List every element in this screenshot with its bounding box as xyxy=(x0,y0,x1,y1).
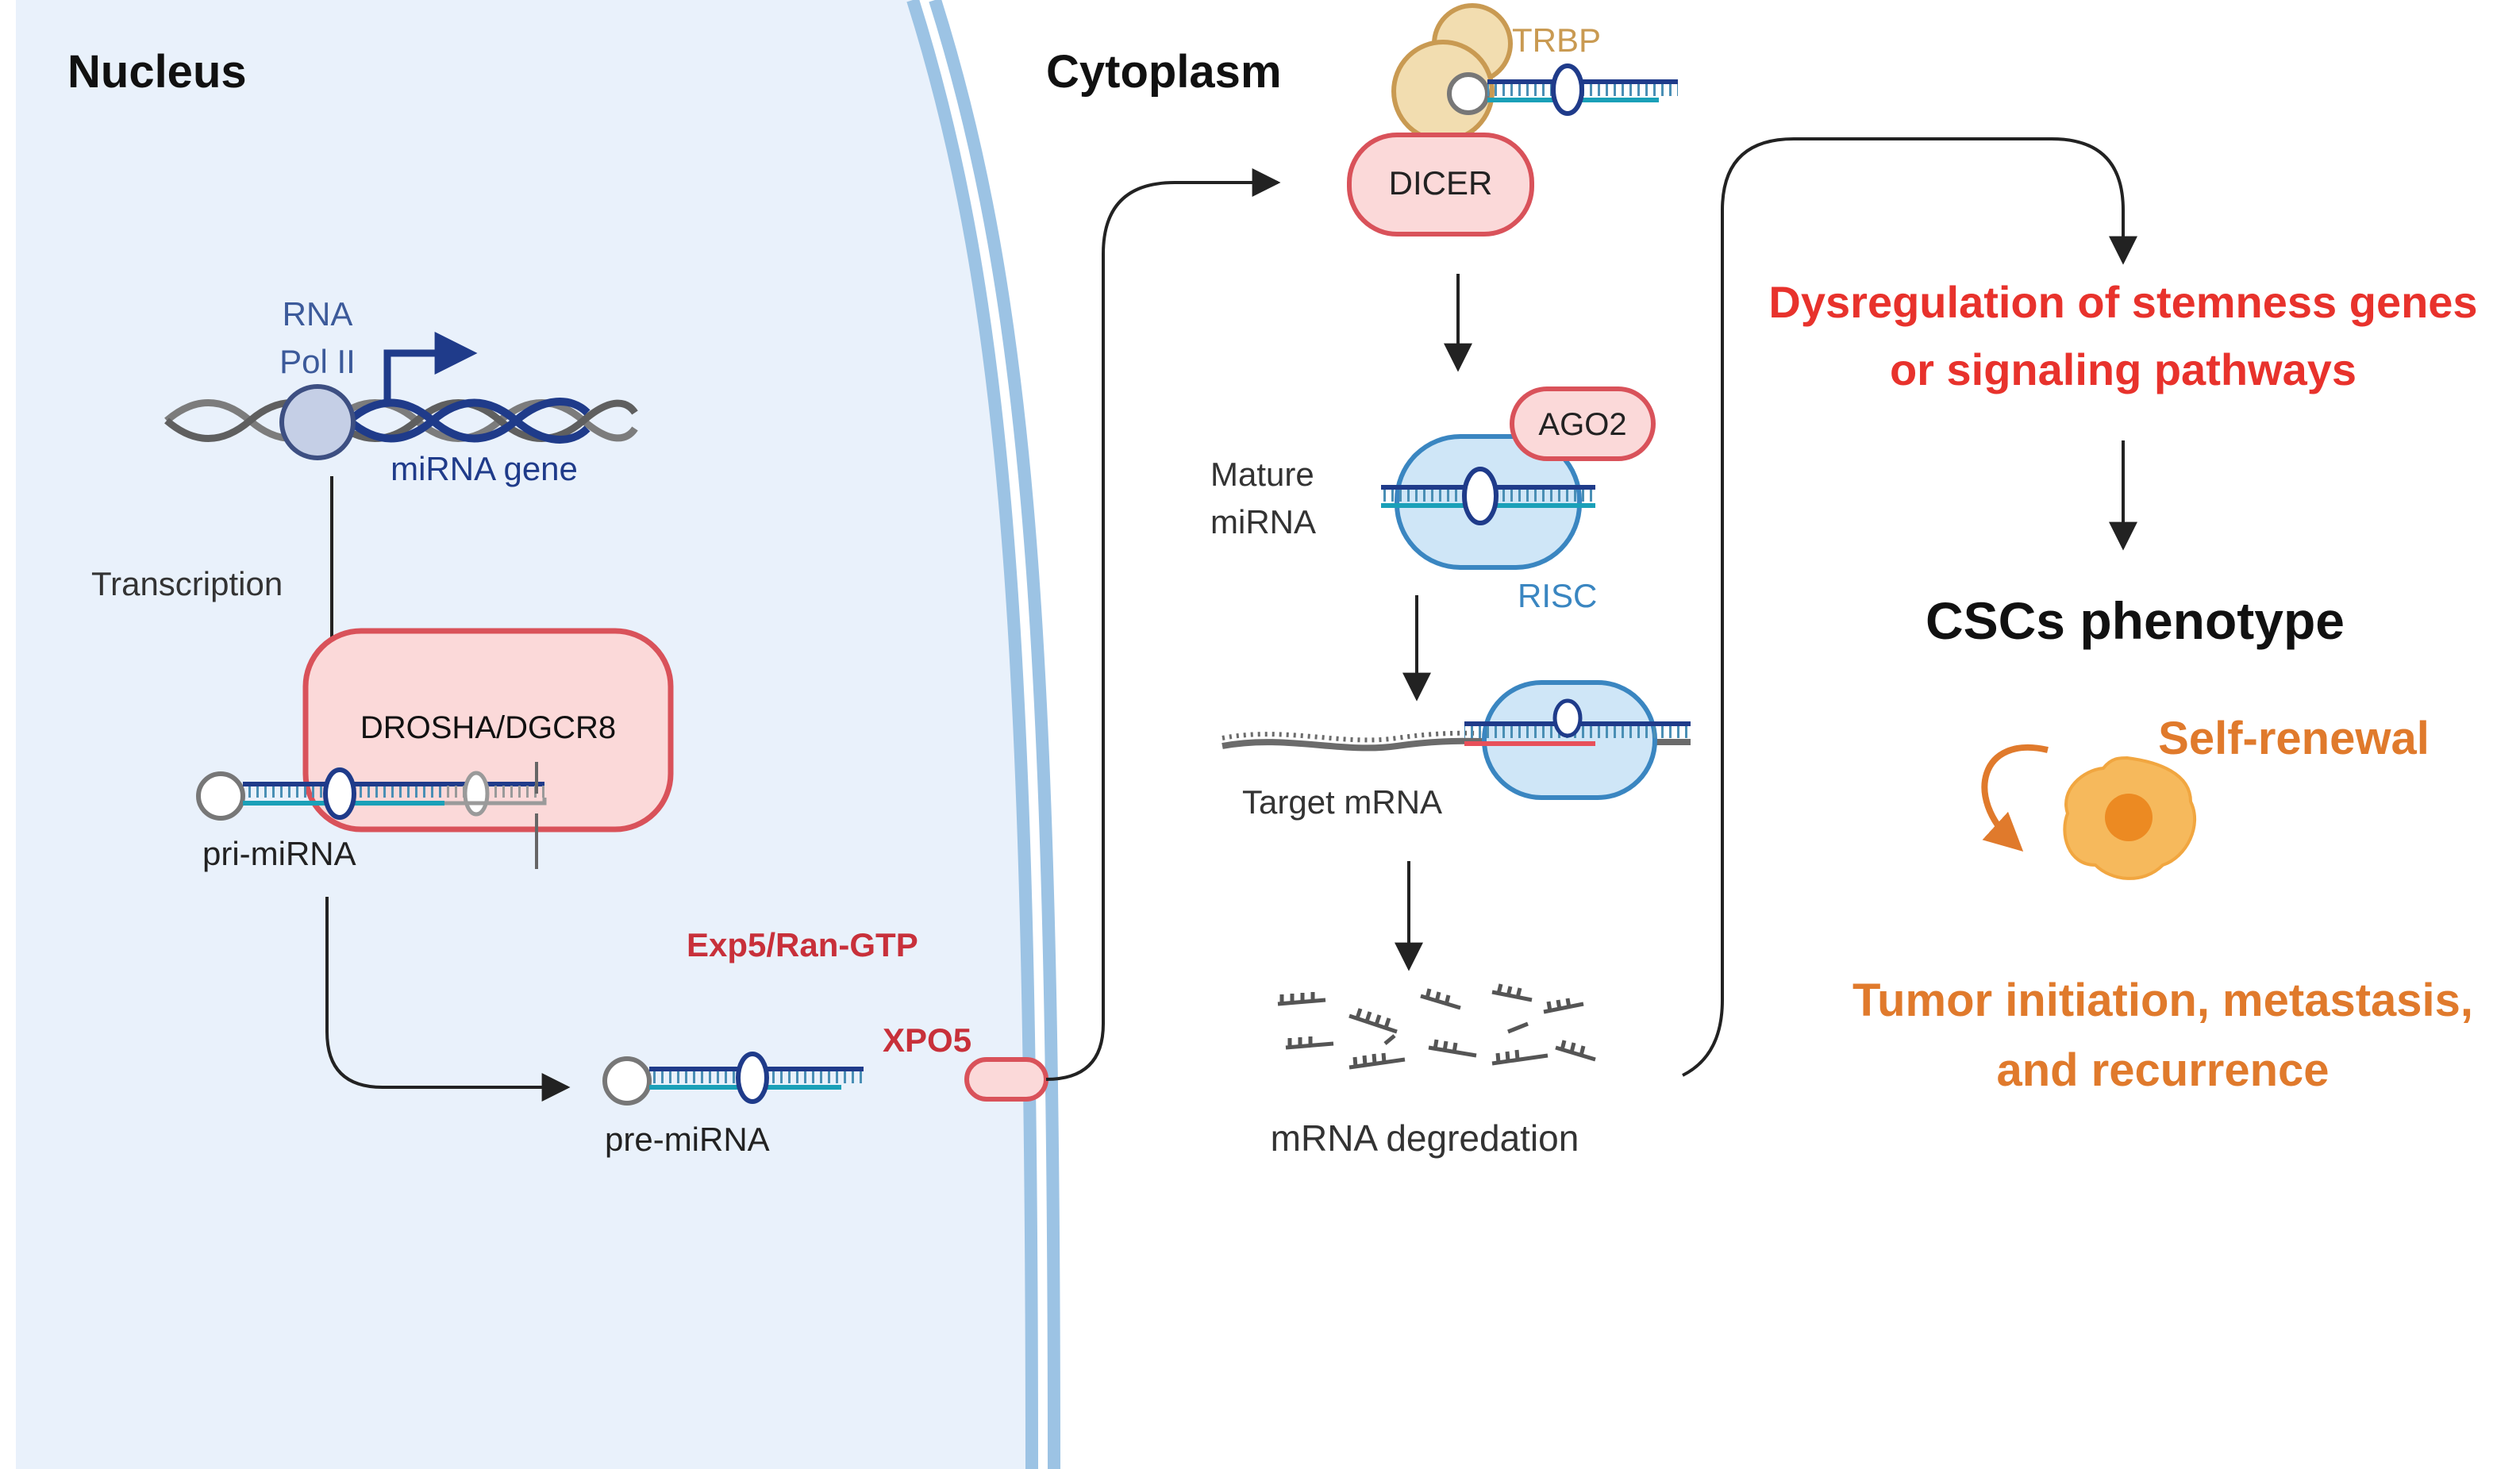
rna-pol-ii-blob xyxy=(279,384,356,460)
xpo5-pore xyxy=(964,1057,1048,1102)
tumor-line2: and recurrence xyxy=(1996,1044,2329,1096)
transcription-start-arrow xyxy=(383,332,478,405)
trbp-label: TRBP xyxy=(1512,21,1601,59)
pre-mirna-label: pre-miRNA xyxy=(605,1121,770,1158)
risc-complex xyxy=(1381,386,1656,570)
ago2-protein xyxy=(1510,386,1656,461)
self-renewal-label: Self-renewal xyxy=(2158,713,2430,764)
nuclear-membrane-outer xyxy=(929,0,1060,1469)
dicer-enzyme xyxy=(1347,133,1534,237)
pre-mirna-hairpin xyxy=(602,1052,864,1106)
nuclear-membrane xyxy=(906,0,1038,1469)
exp5-ran-gtp-label: Exp5/Ran-GTP xyxy=(687,926,918,963)
xpo5-label: XPO5 xyxy=(883,1021,971,1059)
target-mrna xyxy=(1222,680,1691,800)
pri-mirna-label: pri-miRNA xyxy=(202,835,356,872)
mirna-label: miRNA xyxy=(1210,503,1316,540)
mirna-gene-label: miRNA gene xyxy=(391,450,578,487)
export-arrow xyxy=(1045,168,1281,1081)
tumor-line1: Tumor initiation, metastasis, xyxy=(1852,975,2473,1026)
cytoplasm-title: Cytoplasm xyxy=(1046,46,1282,98)
degradation-to-dysregulation-arrow xyxy=(1682,137,2137,1077)
dicer-label: DICER xyxy=(1389,164,1493,202)
pri-mirna-hairpin xyxy=(196,762,548,869)
dysregulation-line2: or signaling pathways xyxy=(1890,344,2356,394)
cscs-phenotype-title: CSCs phenotype xyxy=(1926,591,2345,650)
risc-label: RISC xyxy=(1518,577,1597,614)
target-mrna-label: Target mRNA xyxy=(1242,783,1442,821)
dysregulation-line1: Dysregulation of stemness genes xyxy=(1768,277,2477,327)
stem-cell-icon xyxy=(2063,756,2196,880)
self-renewal-cycle-arrow xyxy=(1981,744,2049,852)
mrna-degredation-label: mRNA degredation xyxy=(1271,1117,1579,1159)
ago2-label: AGO2 xyxy=(1538,407,1626,442)
transcription-label: Transcription xyxy=(91,565,283,602)
drosha-dgcr8-complex xyxy=(302,628,674,833)
nucleus-title: Nucleus xyxy=(67,46,247,98)
mrna-fragments xyxy=(1277,983,1596,1070)
rna-label: RNA xyxy=(283,295,353,333)
pol-ii-label: Pol II xyxy=(279,343,356,380)
trbp-dicer-complex xyxy=(1347,3,1678,237)
pri-to-pre-arrow xyxy=(325,897,571,1102)
mature-label: Mature xyxy=(1210,456,1314,493)
drosha-dgcr8-label: DROSHA/DGCR8 xyxy=(360,710,616,745)
